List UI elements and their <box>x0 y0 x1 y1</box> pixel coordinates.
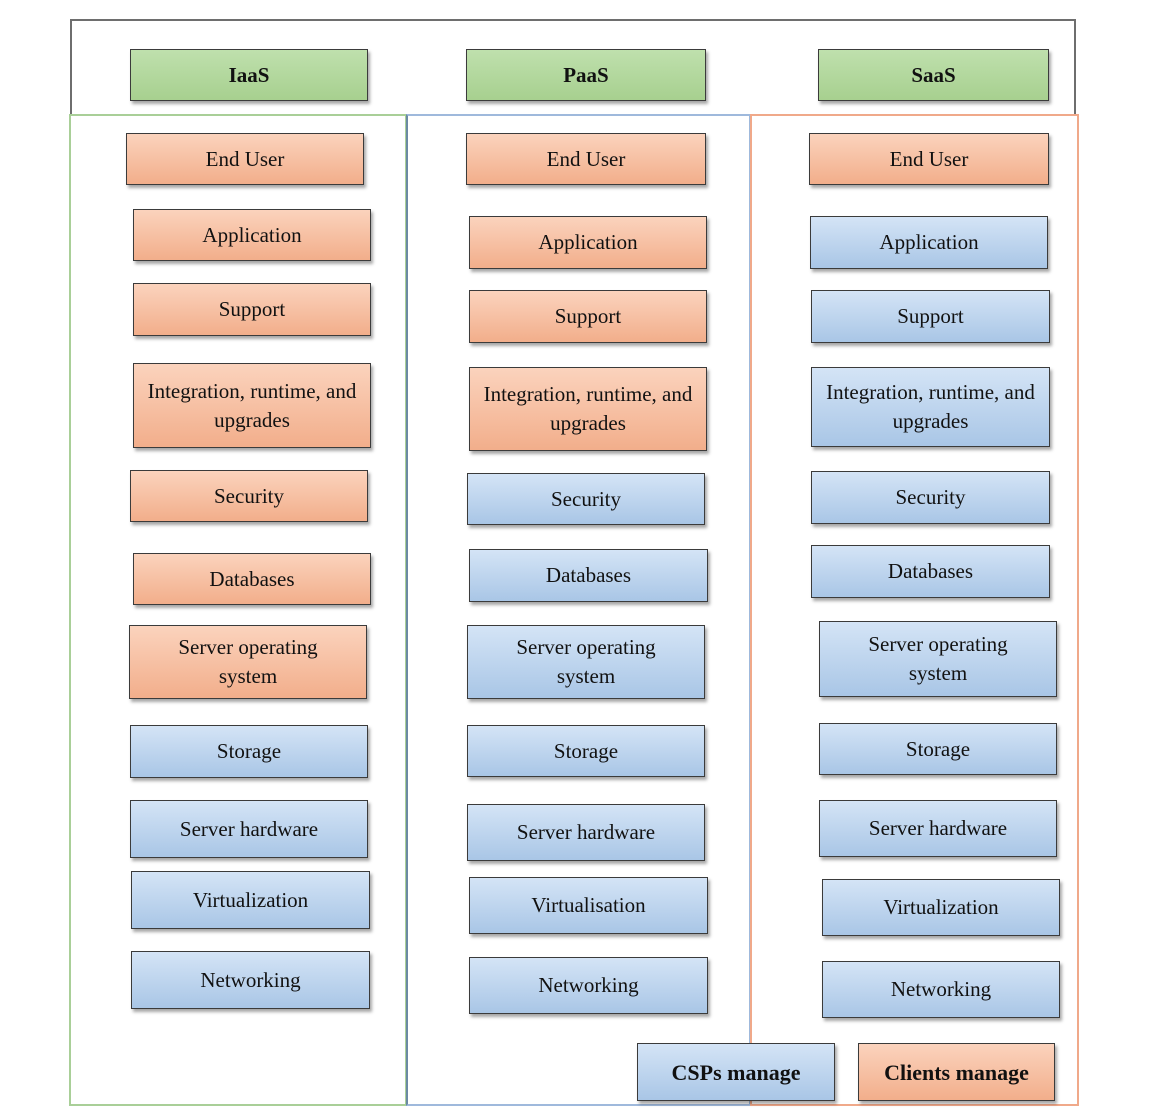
paas-virtualisation: Virtualisation <box>469 877 708 934</box>
iaas-header: IaaS <box>130 49 368 101</box>
saas-column <box>750 114 1079 1106</box>
iaas-support: Support <box>133 283 371 336</box>
saas-databases: Databases <box>811 545 1050 598</box>
paas-storage: Storage <box>467 725 705 777</box>
paas-server-os: Server operating system <box>467 625 705 699</box>
paas-end-user: End User <box>466 133 706 185</box>
saas-header: SaaS <box>818 49 1049 101</box>
saas-support: Support <box>811 290 1050 343</box>
paas-integration: Integration, runtime, and upgrades <box>469 367 707 451</box>
paas-support: Support <box>469 290 707 343</box>
legend-csps-manage: CSPs manage <box>637 1043 835 1101</box>
saas-storage: Storage <box>819 723 1057 775</box>
saas-server-hardware: Server hardware <box>819 800 1057 857</box>
paas-application: Application <box>469 216 707 269</box>
iaas-networking: Networking <box>131 951 370 1009</box>
iaas-end-user: End User <box>126 133 364 185</box>
iaas-application: Application <box>133 209 371 261</box>
paas-security: Security <box>467 473 705 525</box>
iaas-virtualization: Virtualization <box>131 871 370 929</box>
iaas-databases: Databases <box>133 553 371 605</box>
iaas-integration: Integration, runtime, and upgrades <box>133 363 371 448</box>
iaas-server-hardware: Server hardware <box>130 800 368 858</box>
paas-header: PaaS <box>466 49 706 101</box>
diagram-header-frame <box>70 19 1076 114</box>
iaas-storage: Storage <box>130 725 368 778</box>
iaas-security: Security <box>130 470 368 522</box>
saas-application: Application <box>810 216 1048 269</box>
iaas-server-os: Server operating system <box>129 625 367 699</box>
legend-clients-manage: Clients manage <box>858 1043 1055 1101</box>
paas-networking: Networking <box>469 957 708 1014</box>
paas-databases: Databases <box>469 549 708 602</box>
saas-end-user: End User <box>809 133 1049 185</box>
saas-server-os: Server operating system <box>819 621 1057 697</box>
saas-integration: Integration, runtime, and upgrades <box>811 367 1050 447</box>
saas-security: Security <box>811 471 1050 524</box>
saas-virtualization: Virtualization <box>822 879 1060 936</box>
saas-networking: Networking <box>822 961 1060 1018</box>
paas-server-hardware: Server hardware <box>467 804 705 861</box>
